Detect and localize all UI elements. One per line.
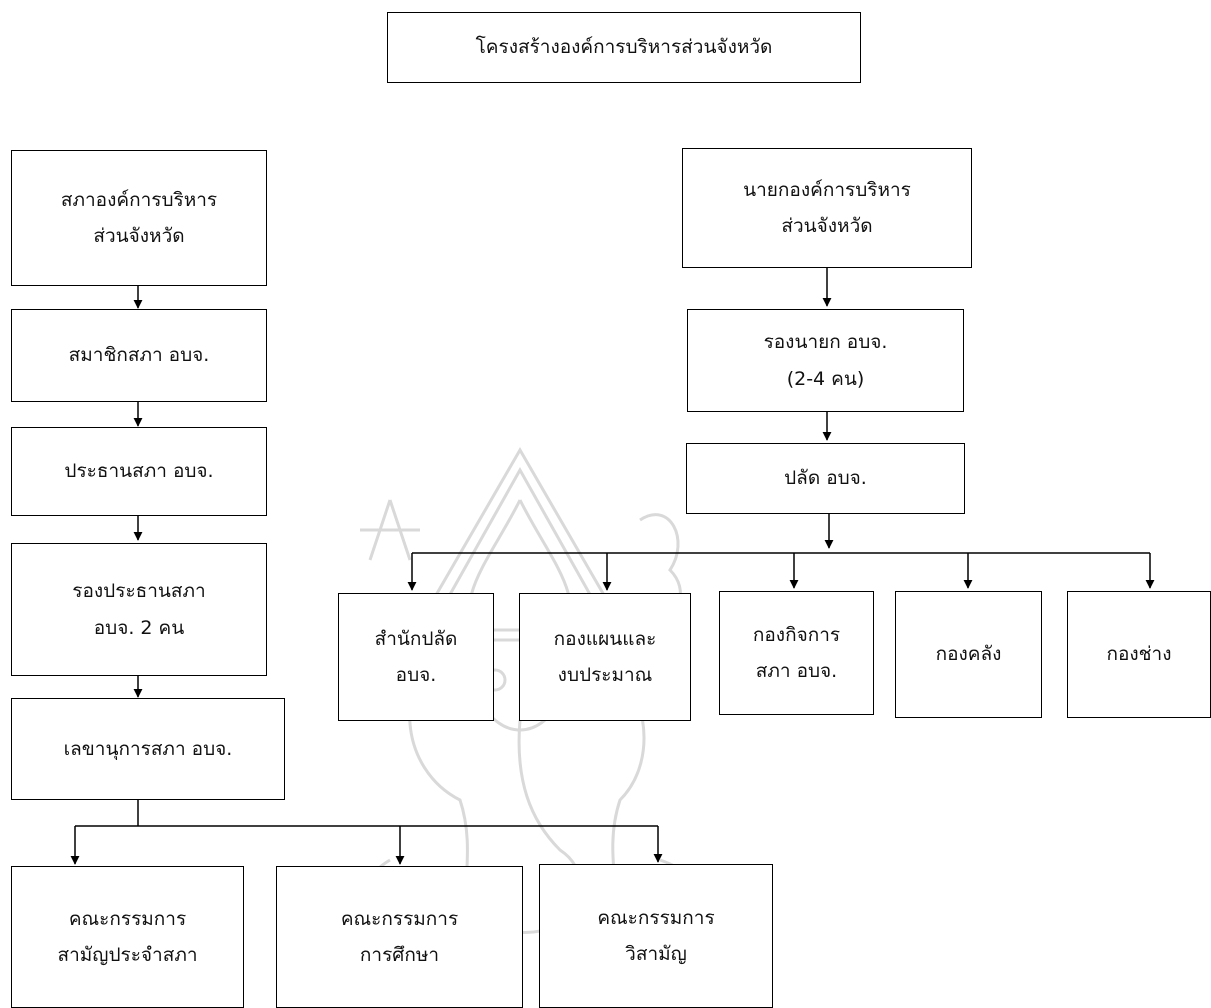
committee-education-line-1: คณะกรรมการ [340,907,459,930]
vice-president-label-line-2: อบจ. 2 คน [93,616,185,639]
deputy-executive-line-2: (2-4 คน) [786,367,865,390]
chief-executive-box: นายกองค์การบริหาร ส่วนจังหวัด [682,148,972,268]
committee-extraordinary-line-2: วิสามัญ [625,943,687,965]
council-vice-president-box: รองประธานสภา อบจ. 2 คน [11,543,267,676]
council-box: สภาองค์การบริหาร ส่วนจังหวัด [11,150,267,286]
deputy-executive-line-1: รองนายก อบจ. [763,331,888,354]
division-box-engineering: กองช่าง [1067,591,1211,718]
council-secretary-box: เลขานุการสภา อบจ. [11,698,285,800]
chart-title-box: โครงสร้างองค์การบริหารส่วนจังหวัด [387,12,861,83]
chief-executive-line-1: นายกองค์การบริหาร [743,178,911,201]
council-label-line-1: สภาองค์การบริหาร [60,188,218,211]
division-box-planning-budget: กองแผนและ งบประมาณ [519,593,691,721]
committee-box-education: คณะกรรมการ การศึกษา [276,866,523,1008]
division-box-finance: กองคลัง [895,591,1042,718]
division-planning-line-1: กองแผนและ [553,627,657,650]
committee-ordinary-line-1: คณะกรรมการ [68,907,187,930]
committee-box-extraordinary: คณะกรรมการ วิสามัญ [539,864,773,1008]
committee-box-ordinary: คณะกรรมการ สามัญประจำสภา [11,866,244,1008]
committee-extraordinary-line-1: คณะกรรมการ [597,906,715,929]
committee-ordinary-line-2: สามัญประจำสภา [57,944,198,966]
council-members-label: สมาชิกสภา อบจ. [68,344,210,367]
council-members-box: สมาชิกสภา อบจ. [11,309,267,402]
chief-executive-line-2: ส่วนจังหวัด [781,215,873,237]
division-finance-label: กองคลัง [935,643,1002,666]
council-president-box: ประธานสภา อบจ. [11,427,267,516]
division-council-affairs-line-2: สภา อบจ. [755,660,838,682]
chief-clerk-label: ปลัด อบจ. [784,467,867,490]
division-engineering-label: กองช่าง [1106,643,1172,666]
council-label-line-2: ส่วนจังหวัด [93,225,185,247]
deputy-executive-box: รองนายก อบจ. (2-4 คน) [687,309,964,412]
chart-title: โครงสร้างองค์การบริหารส่วนจังหวัด [475,36,773,59]
committee-education-line-2: การศึกษา [359,944,440,966]
division-box-council-affairs: กองกิจการ สภา อบจ. [719,591,874,715]
vice-president-label-line-1: รองประธานสภา [72,580,206,603]
division-clerk-office-line-1: สำนักปลัด [374,627,458,650]
division-box-clerk-office: สำนักปลัด อบจ. [338,593,494,721]
council-president-label: ประธานสภา อบจ. [64,460,214,483]
division-planning-line-2: งบประมาณ [557,664,653,686]
chief-clerk-box: ปลัด อบจ. [686,443,965,514]
division-council-affairs-line-1: กองกิจการ [752,623,841,646]
council-secretary-label: เลขานุการสภา อบจ. [63,737,233,760]
division-clerk-office-line-2: อบจ. [395,664,437,686]
